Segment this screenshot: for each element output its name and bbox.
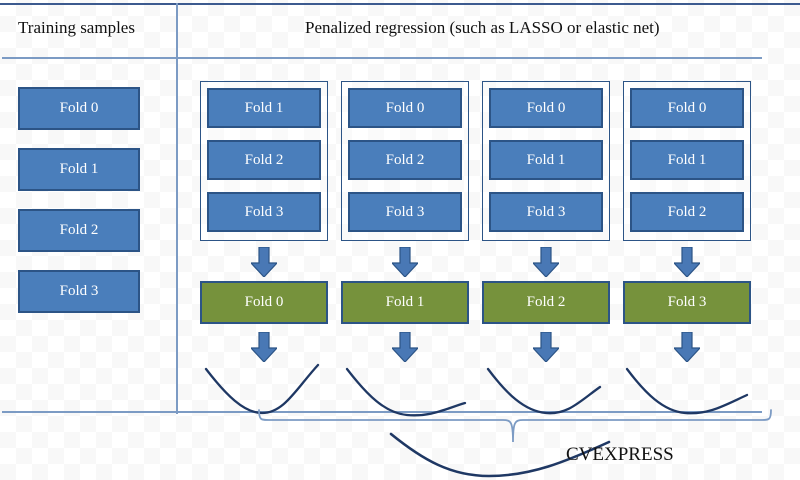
group-fold-box: Fold 3 bbox=[348, 192, 462, 232]
panel-divider bbox=[176, 3, 178, 414]
fold-label: Fold 2 bbox=[59, 222, 99, 238]
cv-column: Fold 0 Fold 1 Fold 3 Fold 2 bbox=[476, 59, 616, 415]
cv-columns-panel: Fold 1 Fold 2 Fold 3 Fold 0 bbox=[178, 59, 762, 417]
training-group-frame: Fold 0 Fold 2 Fold 3 bbox=[341, 81, 469, 241]
training-fold-box: Fold 3 bbox=[18, 270, 140, 313]
down-arrow-icon bbox=[251, 247, 277, 277]
fold-label: Fold 1 bbox=[667, 151, 707, 168]
cv-column: Fold 0 Fold 2 Fold 3 Fold 1 bbox=[335, 59, 475, 417]
training-group-frame: Fold 0 Fold 1 Fold 2 bbox=[623, 81, 751, 241]
cvexpress-label: CVEXPRESS bbox=[566, 444, 674, 465]
down-arrow-icon bbox=[674, 247, 700, 277]
group-fold-box: Fold 2 bbox=[630, 192, 744, 232]
fold-label: Fold 2 bbox=[667, 203, 707, 220]
fold-label: Fold 0 bbox=[526, 99, 566, 116]
validation-fold-box: Fold 3 bbox=[623, 281, 751, 324]
validation-fold-box: Fold 0 bbox=[200, 281, 328, 324]
training-fold-box: Fold 2 bbox=[18, 209, 140, 252]
fold-label: Fold 3 bbox=[244, 203, 284, 220]
fold-label: Fold 3 bbox=[667, 294, 707, 310]
training-group-frame: Fold 0 Fold 1 Fold 3 bbox=[482, 81, 610, 241]
validation-fold-box: Fold 1 bbox=[341, 281, 469, 324]
training-samples-header: Training samples bbox=[18, 18, 135, 37]
penalized-regression-header: Penalized regression (such as LASSO or e… bbox=[305, 18, 660, 37]
group-fold-box: Fold 2 bbox=[207, 140, 321, 180]
fold-label: Fold 2 bbox=[385, 151, 425, 168]
fold-label: Fold 1 bbox=[385, 294, 425, 310]
cv-column: Fold 0 Fold 1 Fold 2 Fold 3 bbox=[617, 59, 757, 415]
group-fold-box: Fold 3 bbox=[489, 192, 603, 232]
validation-fold-box: Fold 2 bbox=[482, 281, 610, 324]
aggregation-brace bbox=[258, 409, 772, 443]
group-fold-box: Fold 1 bbox=[207, 88, 321, 128]
header-rule bbox=[2, 57, 762, 59]
top-rule bbox=[0, 3, 800, 5]
validation-error-curve bbox=[204, 363, 320, 415]
fold-label: Fold 1 bbox=[59, 161, 99, 177]
validation-error-curve bbox=[345, 367, 467, 417]
group-fold-box: Fold 0 bbox=[630, 88, 744, 128]
training-samples-column: Fold 0 Fold 1 Fold 2 Fold 3 bbox=[0, 58, 176, 412]
fold-label: Fold 0 bbox=[667, 99, 707, 116]
down-arrow-icon bbox=[674, 332, 700, 362]
fold-label: Fold 3 bbox=[526, 203, 566, 220]
down-arrow-icon bbox=[533, 247, 559, 277]
fold-label: Fold 3 bbox=[385, 203, 425, 220]
group-fold-box: Fold 3 bbox=[207, 192, 321, 232]
training-group-frame: Fold 1 Fold 2 Fold 3 bbox=[200, 81, 328, 241]
fold-label: Fold 2 bbox=[526, 294, 566, 310]
aggregated-error-curve bbox=[389, 432, 611, 478]
bottom-rule bbox=[2, 411, 762, 413]
fold-label: Fold 2 bbox=[244, 151, 284, 168]
group-fold-box: Fold 1 bbox=[489, 140, 603, 180]
training-fold-box: Fold 0 bbox=[18, 87, 140, 130]
training-fold-box: Fold 1 bbox=[18, 148, 140, 191]
down-arrow-icon bbox=[251, 332, 277, 362]
fold-label: Fold 0 bbox=[59, 100, 99, 116]
down-arrow-icon bbox=[392, 247, 418, 277]
cv-column: Fold 1 Fold 2 Fold 3 Fold 0 bbox=[194, 59, 334, 415]
group-fold-box: Fold 0 bbox=[489, 88, 603, 128]
fold-label: Fold 0 bbox=[244, 294, 284, 310]
fold-label: Fold 0 bbox=[385, 99, 425, 116]
fold-label: Fold 3 bbox=[59, 283, 99, 299]
down-arrow-icon bbox=[392, 332, 418, 362]
fold-label: Fold 1 bbox=[244, 99, 284, 116]
down-arrow-icon bbox=[533, 332, 559, 362]
validation-error-curve bbox=[486, 367, 602, 415]
group-fold-box: Fold 0 bbox=[348, 88, 462, 128]
fold-label: Fold 1 bbox=[526, 151, 566, 168]
group-fold-box: Fold 2 bbox=[348, 140, 462, 180]
validation-error-curve bbox=[625, 367, 749, 415]
group-fold-box: Fold 1 bbox=[630, 140, 744, 180]
